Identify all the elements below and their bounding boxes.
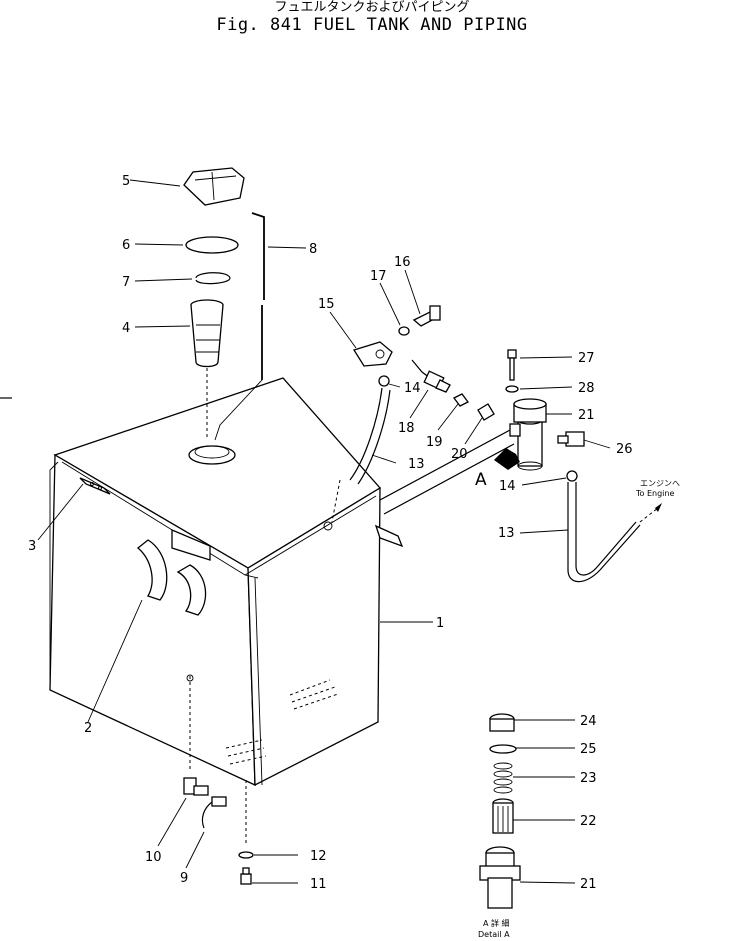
- view-marker-a: A: [475, 470, 487, 490]
- callout-12: 12: [310, 849, 327, 864]
- callout-3: 3: [28, 539, 36, 554]
- engine-note-japanese: エンジンへ: [640, 479, 680, 488]
- callout-20: 20: [451, 447, 468, 462]
- detail-caption-english: Detail A: [478, 930, 510, 939]
- callout-16: 16: [394, 255, 411, 270]
- filter-bracket: [374, 429, 515, 548]
- callout-14-upper: 14: [404, 381, 421, 396]
- callout-9: 9: [180, 871, 188, 886]
- fuel-filter-assembly: [509, 398, 572, 471]
- bracket-3: [37, 477, 111, 541]
- detail-caption: A 詳 細 Detail A: [478, 918, 510, 939]
- figure-title: Fig. 841 FUEL TANK AND PIPING: [216, 15, 528, 35]
- callout-13-upper: 13: [408, 457, 425, 472]
- callout-14-lower: 14: [499, 479, 516, 494]
- engine-note-english: To Engine: [635, 489, 674, 498]
- title-japanese: フュエルタンクおよびパイピング: [274, 0, 470, 15]
- callout-21-upper: 21: [578, 408, 595, 423]
- strainer: [134, 299, 224, 440]
- callout-18: 18: [398, 421, 415, 436]
- callout-2: 2: [84, 721, 92, 736]
- callout-6: 6: [122, 238, 130, 253]
- callout-17: 17: [370, 269, 387, 284]
- elbow-fitting-26: [557, 431, 611, 449]
- drain-valve: [409, 359, 451, 419]
- callout-25: 25: [580, 742, 597, 757]
- fuel-pipe-upper: [349, 387, 397, 485]
- engine-note: エンジンへ To Engine: [635, 479, 680, 498]
- callout-4: 4: [122, 321, 130, 336]
- callout-10: 10: [145, 850, 162, 865]
- callout-11: 11: [310, 877, 327, 892]
- level-gauge: [214, 212, 307, 441]
- adapter-fittings: [437, 393, 495, 445]
- pipe-clamp: [329, 269, 441, 367]
- callout-15: 15: [318, 297, 335, 312]
- callout-13-lower: 13: [498, 526, 515, 541]
- gasket: [134, 236, 239, 254]
- callout-8: 8: [309, 242, 317, 257]
- callout-5: 5: [122, 174, 130, 189]
- fuel-pipe-to-engine: [519, 470, 662, 583]
- drain-fittings: [157, 674, 298, 885]
- callout-19: 19: [426, 435, 443, 450]
- step-handles: [87, 529, 211, 723]
- callout-21-lower: 21: [580, 877, 597, 892]
- filler-cap: [129, 167, 245, 206]
- detail-caption-japanese: A 詳 細: [483, 918, 510, 928]
- callout-24: 24: [580, 714, 597, 729]
- elbow-fitting-upper: [378, 375, 401, 388]
- callout-28: 28: [578, 381, 595, 396]
- callout-23: 23: [580, 771, 597, 786]
- callout-26: 26: [616, 442, 633, 457]
- callout-1: 1: [436, 616, 444, 631]
- fuel-tank: [49, 377, 382, 787]
- snap-ring: [134, 272, 231, 285]
- filter-mount-bolt: [505, 349, 573, 393]
- callout-22: 22: [580, 814, 597, 829]
- tank-hidden-details: [225, 479, 341, 765]
- view-arrow-a: [494, 448, 520, 470]
- detail-a-filter: [479, 713, 576, 909]
- callout-27: 27: [578, 351, 595, 366]
- callout-labels: 1 2 3 4 5 6 7 8 9 10 11 12 13 13 14 14 1…: [28, 174, 633, 892]
- callout-7: 7: [122, 275, 130, 290]
